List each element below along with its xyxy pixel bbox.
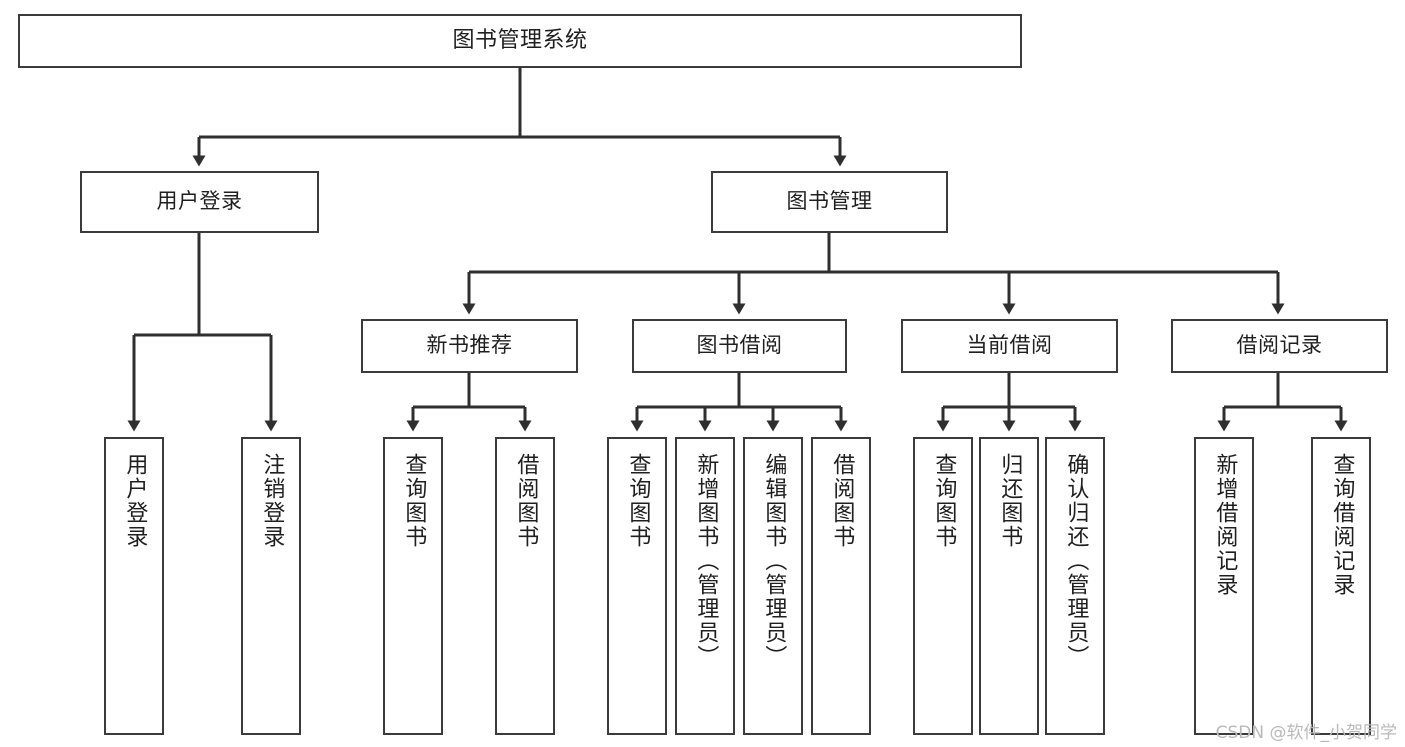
node-label: 图书管理 [786, 189, 873, 214]
node-leaf-add-borrow-record[interactable]: 新增借阅记录 [1194, 437, 1254, 735]
node-leaf-query-books-new[interactable]: 查询图书 [383, 437, 443, 735]
node-leaf-borrow-books-new[interactable]: 借阅图书 [495, 437, 555, 735]
node-new-book-recommendation[interactable]: 新书推荐 [361, 319, 578, 373]
node-leaf-borrow-books[interactable]: 借阅图书 [811, 437, 871, 735]
node-label: 借阅记录 [1236, 333, 1323, 358]
node-leaf-return-books[interactable]: 归还图书 [979, 437, 1039, 735]
node-book-borrowing[interactable]: 图书借阅 [632, 319, 847, 373]
node-label: 用户登录 [156, 189, 243, 214]
node-label: 查询图书 [931, 453, 957, 549]
node-label: 借阅图书 [513, 453, 539, 549]
node-label: 查询图书 [625, 453, 651, 549]
node-leaf-add-book-admin[interactable]: 新增图书（管理员） [675, 437, 735, 735]
node-label: 编辑图书（管理员） [761, 453, 787, 669]
node-root-book-management-system[interactable]: 图书管理系统 [18, 14, 1022, 68]
node-user-login[interactable]: 用户登录 [80, 171, 319, 233]
node-label: 借阅图书 [829, 453, 855, 549]
node-current-borrowing[interactable]: 当前借阅 [901, 319, 1118, 373]
node-leaf-logout[interactable]: 注销登录 [241, 437, 301, 735]
node-label: 确认归还（管理员） [1063, 453, 1089, 669]
node-label: 查询借阅记录 [1329, 453, 1355, 597]
node-label: 新增借阅记录 [1212, 453, 1238, 597]
node-label: 用户登录 [122, 453, 148, 549]
node-label: 图书管理系统 [452, 27, 588, 53]
node-label: 新增图书（管理员） [693, 453, 719, 669]
node-leaf-query-borrow-record[interactable]: 查询借阅记录 [1311, 437, 1371, 735]
node-leaf-query-books-borrow[interactable]: 查询图书 [607, 437, 667, 735]
node-label: 注销登录 [259, 453, 285, 549]
node-label: 查询图书 [401, 453, 427, 549]
node-leaf-edit-book-admin[interactable]: 编辑图书（管理员） [743, 437, 803, 735]
node-label: 新书推荐 [426, 333, 513, 358]
node-label: 归还图书 [997, 453, 1023, 549]
node-leaf-confirm-return-admin[interactable]: 确认归还（管理员） [1045, 437, 1105, 735]
node-label: 图书借阅 [696, 333, 783, 358]
watermark: CSDN @软件_小贺同学 [1215, 723, 1397, 743]
node-leaf-query-books-current[interactable]: 查询图书 [913, 437, 973, 735]
node-book-management[interactable]: 图书管理 [711, 171, 948, 233]
node-leaf-user-login[interactable]: 用户登录 [104, 437, 164, 735]
node-borrowing-records[interactable]: 借阅记录 [1171, 319, 1388, 373]
node-label: 当前借阅 [966, 333, 1053, 358]
